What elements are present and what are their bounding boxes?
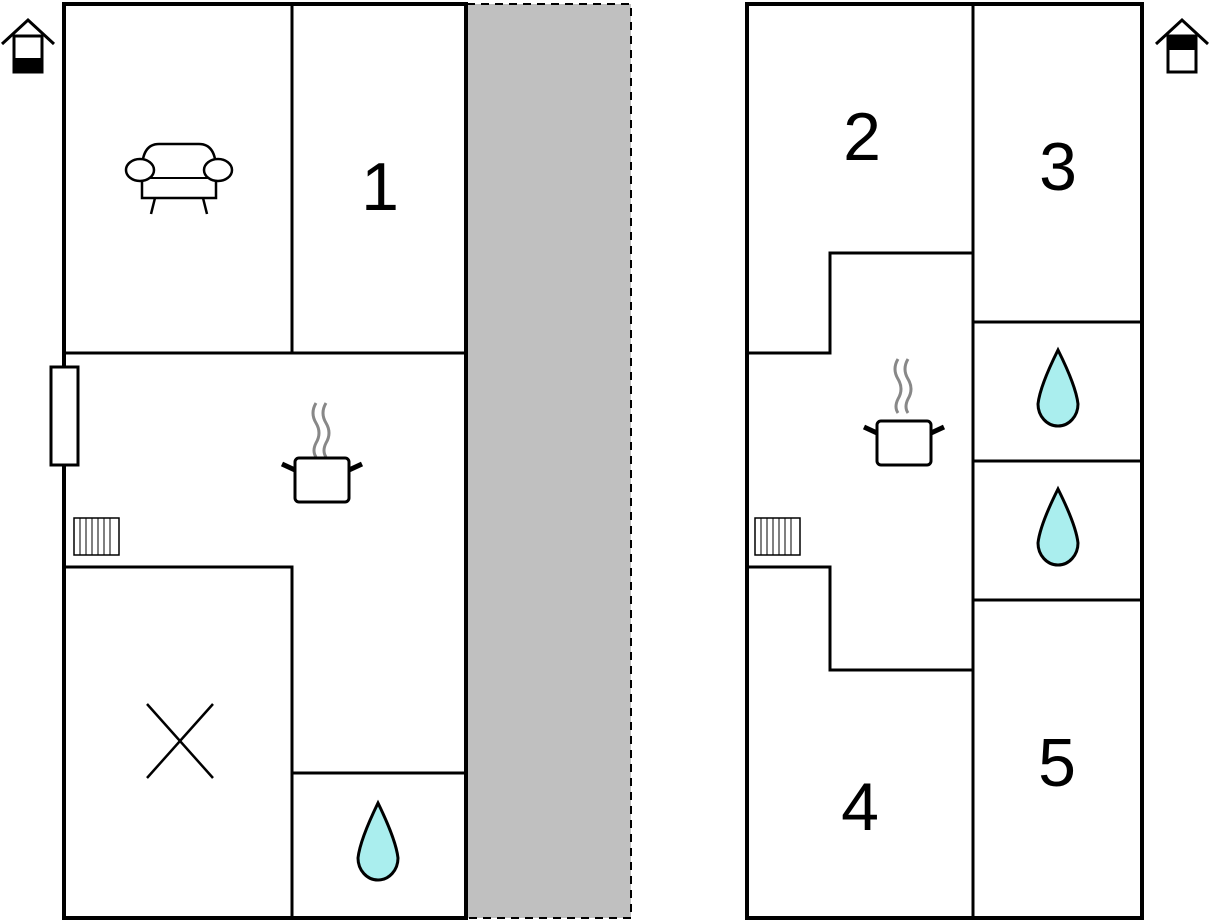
wall (747, 565, 973, 672)
window (49, 365, 80, 467)
wall (747, 251, 973, 355)
room-label-5: 5 (1038, 725, 1076, 801)
wall (64, 565, 294, 918)
room-label-4: 4 (841, 769, 879, 845)
open-gallery-area (466, 3, 632, 919)
ground-outer-wall (62, 2, 468, 920)
house-ground-floor-icon (0, 17, 56, 74)
room-label-1: 1 (361, 149, 399, 225)
ground-floor-plan: 1 (0, 2, 632, 920)
cooking-pot-icon (862, 358, 946, 467)
upper-floor-plan: 2 3 4 5 (745, 2, 1209, 920)
room-label-2: 2 (843, 99, 881, 175)
water-drop-icon (356, 799, 400, 882)
sofa-icon (124, 142, 234, 215)
cooking-pot-icon (280, 402, 364, 504)
radiator-icon (754, 517, 801, 556)
x-mark-icon (146, 703, 214, 779)
room-label-3: 3 (1039, 129, 1077, 205)
water-drop-icon (1036, 346, 1080, 428)
water-drop-icon (1036, 485, 1080, 567)
house-upper-floor-icon (1154, 17, 1209, 74)
radiator-icon (73, 517, 120, 556)
